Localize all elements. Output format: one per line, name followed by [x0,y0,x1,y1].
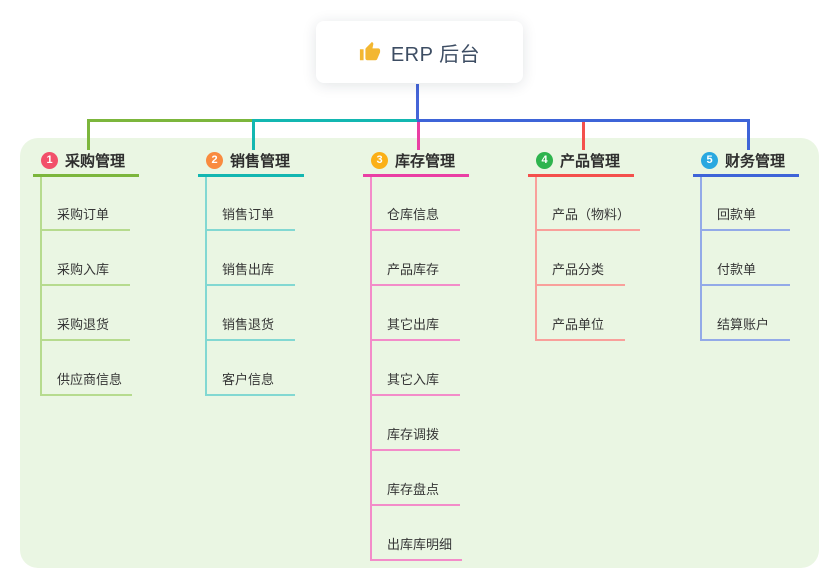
branch-2-item: 销售出库 [205,256,295,286]
bus-segment-left-green [87,119,252,122]
branch-1-item: 采购退货 [40,311,130,341]
branch-1-label: 采购管理 [65,153,126,170]
branch-3-item: 产品库存 [370,256,460,286]
branch-5-label: 财务管理 [725,153,786,170]
branch-4-number-badge: 4 [536,152,553,169]
branch-5-drop-line [747,119,750,150]
branch-4-label: 产品管理 [560,153,621,170]
branch-1-drop-line [87,119,90,150]
branch-1-header: 1 采购管理 [33,147,139,177]
branch-3-item: 其它入库 [370,366,460,396]
branch-3-item: 其它出库 [370,311,460,341]
branch-3-drop-line [417,119,420,150]
branch-1-item: 采购入库 [40,256,130,286]
branch-4-item: 产品（物料） [535,201,641,231]
branch-1-item: 供应商信息 [40,366,133,396]
branch-3-item: 仓库信息 [370,201,460,231]
branch-5-number-badge: 5 [701,152,718,169]
branch-5-spine-line [700,177,702,341]
branch-4-spine-line [535,177,537,341]
branch-2-item: 销售退货 [205,311,295,341]
branch-4-item: 产品分类 [535,256,625,286]
branches-background-panel [20,138,819,568]
branch-3-item: 库存调拨 [370,421,460,451]
root-node-label: ERP 后台 [390,43,481,66]
bus-segment-right-blue [417,119,750,122]
branch-3-label: 库存管理 [395,153,456,170]
branch-4-drop-line [582,119,585,150]
branch-2-number-badge: 2 [206,152,223,169]
branch-4-header: 4 产品管理 [528,147,634,177]
thumbs-up-icon [359,41,380,61]
branch-3-spine-line [370,177,372,561]
branch-2-spine-line [205,177,207,396]
branch-2-drop-line [252,119,255,150]
root-node: ERP 后台 [316,21,523,83]
branch-1-item: 采购订单 [40,201,130,231]
branch-2-item: 销售订单 [205,201,295,231]
branch-5-item: 付款单 [700,256,790,286]
branch-1-spine-line [40,177,42,396]
branch-2-header: 2 销售管理 [198,147,304,177]
branch-1-number-badge: 1 [41,152,58,169]
branch-5-item: 结算账户 [700,311,790,341]
branch-3-header: 3 库存管理 [363,147,469,177]
branch-5-header: 5 财务管理 [693,147,799,177]
branch-5-item: 回款单 [700,201,790,231]
root-connector-line [416,84,419,120]
bus-segment-mid-teal [252,119,417,122]
branch-3-number-badge: 3 [371,152,388,169]
branch-4-item: 产品单位 [535,311,625,341]
branch-2-item: 客户信息 [205,366,295,396]
branch-3-item: 出库库明细 [370,531,463,561]
branch-3-item: 库存盘点 [370,476,460,506]
branch-2-label: 销售管理 [230,153,291,170]
